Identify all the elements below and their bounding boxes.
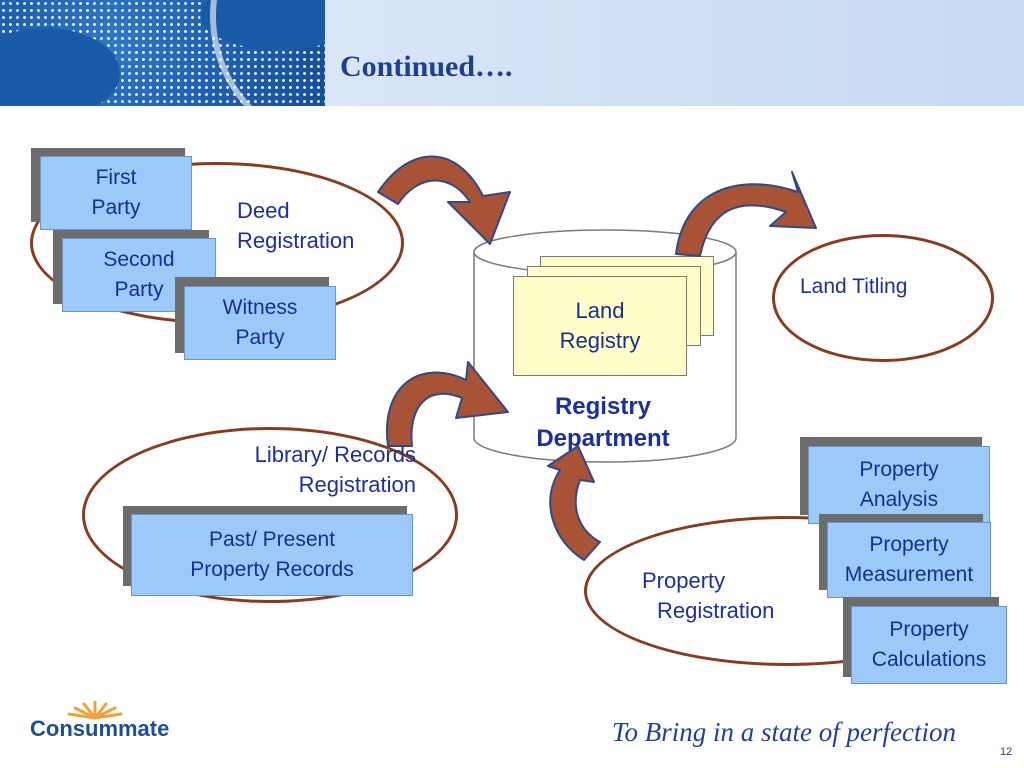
registry-dept-line1: Registry	[554, 393, 652, 420]
library-registration-label: Library/ Records Registration	[216, 440, 416, 500]
land-registry-line1: Land	[575, 298, 625, 323]
land-titling-label: Land Titling	[800, 275, 908, 298]
deed-registration-label: Deed Registration	[237, 196, 354, 256]
second-party-line1: Second	[103, 248, 175, 271]
past-present-records-box: Past/ Present Property Records	[131, 514, 413, 596]
calculations-line2: Calculations	[871, 648, 987, 671]
arrow-registry-to-land-titling	[675, 171, 817, 257]
land-registry-doc-front: Land Registry	[513, 276, 687, 376]
measurement-line2: Measurement	[844, 563, 974, 586]
deed-label-line1: Deed	[237, 198, 290, 223]
land-titling-ellipse	[772, 234, 994, 362]
page-number: 12	[1000, 746, 1013, 758]
measurement-line1: Property	[869, 533, 949, 556]
records-line2: Property Records	[190, 558, 354, 581]
analysis-line2: Analysis	[859, 488, 939, 511]
witness-party-line1: Witness	[222, 296, 298, 319]
property-registration-label: Property Registration	[642, 566, 774, 626]
arrow-library-to-registry	[385, 361, 509, 447]
logo-text: Consummate	[30, 716, 170, 741]
first-party-box: First Party	[40, 156, 192, 230]
arrow-deed-to-registry	[377, 155, 511, 245]
registry-dept-line2: Department	[536, 425, 670, 452]
consummate-sun-logo-icon	[67, 700, 123, 720]
library-label-line1: Library/ Records	[254, 442, 416, 467]
page-title: Continued….	[340, 50, 513, 83]
analysis-line1: Property	[859, 458, 939, 481]
property-label-line2: Registration	[657, 598, 775, 623]
witness-party-box: Witness Party	[184, 286, 336, 360]
first-party-line2: Party	[91, 196, 141, 219]
globe-image	[0, 0, 325, 106]
slide-header: Continued….	[0, 0, 1024, 106]
arrow-property-to-registry	[547, 445, 601, 561]
deed-label-line2: Registration	[237, 228, 355, 253]
property-measurement-box: Property Measurement	[827, 522, 991, 598]
calculations-line1: Property	[889, 618, 969, 641]
witness-party-line2: Party	[235, 326, 285, 349]
property-label-line1: Property	[642, 568, 726, 593]
property-analysis-box: Property Analysis	[808, 446, 990, 524]
second-party-line2: Party	[114, 278, 164, 301]
library-label-line2: Registration	[298, 472, 416, 497]
property-calculations-box: Property Calculations	[851, 606, 1007, 684]
land-registry-line2: Registry	[559, 328, 641, 353]
registry-department-label: Registry Department	[503, 391, 703, 455]
first-party-line1: First	[95, 166, 137, 189]
records-line1: Past/ Present	[208, 528, 336, 551]
tagline: To Bring in a state of perfection	[612, 717, 956, 747]
